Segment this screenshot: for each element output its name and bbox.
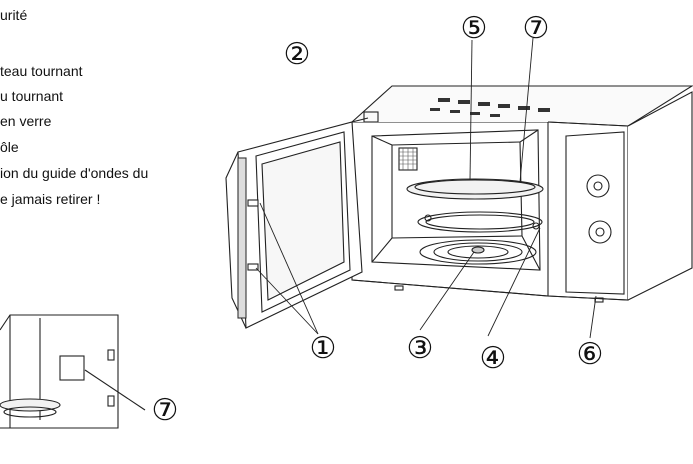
leader-lines	[255, 37, 597, 339]
legend-line-7: e jamais retirer !	[0, 191, 101, 207]
top-vents	[430, 98, 550, 117]
door	[225, 111, 379, 329]
roller-ring	[417, 211, 543, 233]
marker-door-latch: ①	[310, 331, 337, 366]
turntable-shaft	[419, 239, 537, 265]
waveguide-cover	[398, 147, 418, 171]
legend-line-1: urité	[0, 7, 28, 23]
marker-control-panel: ⑥	[577, 337, 604, 372]
marker-waveguide-cover-detail: ⑦	[152, 393, 179, 428]
legend-line-2: teau tournant	[0, 63, 83, 79]
glass-tray	[406, 178, 544, 200]
marker-turntable-shaft: ③	[407, 331, 434, 366]
cabinet-body	[351, 85, 693, 303]
parts-legend: urité teau tournant u tournant en verre …	[0, 0, 230, 240]
marker-glass-tray: ⑤	[461, 11, 488, 46]
legend-line-4: en verre	[0, 113, 52, 129]
marker-waveguide-cover: ⑦	[523, 11, 550, 46]
legend-line-5: ôle	[0, 139, 19, 155]
door-latches	[247, 199, 259, 271]
marker-roller-ring: ④	[480, 341, 507, 376]
waveguide-detail-inset	[0, 314, 146, 429]
marker-viewing-window: ②	[284, 37, 311, 72]
legend-line-3: u tournant	[0, 88, 64, 104]
control-panel	[565, 131, 625, 295]
legend-line-6: ion du guide d'ondes du	[0, 165, 149, 181]
